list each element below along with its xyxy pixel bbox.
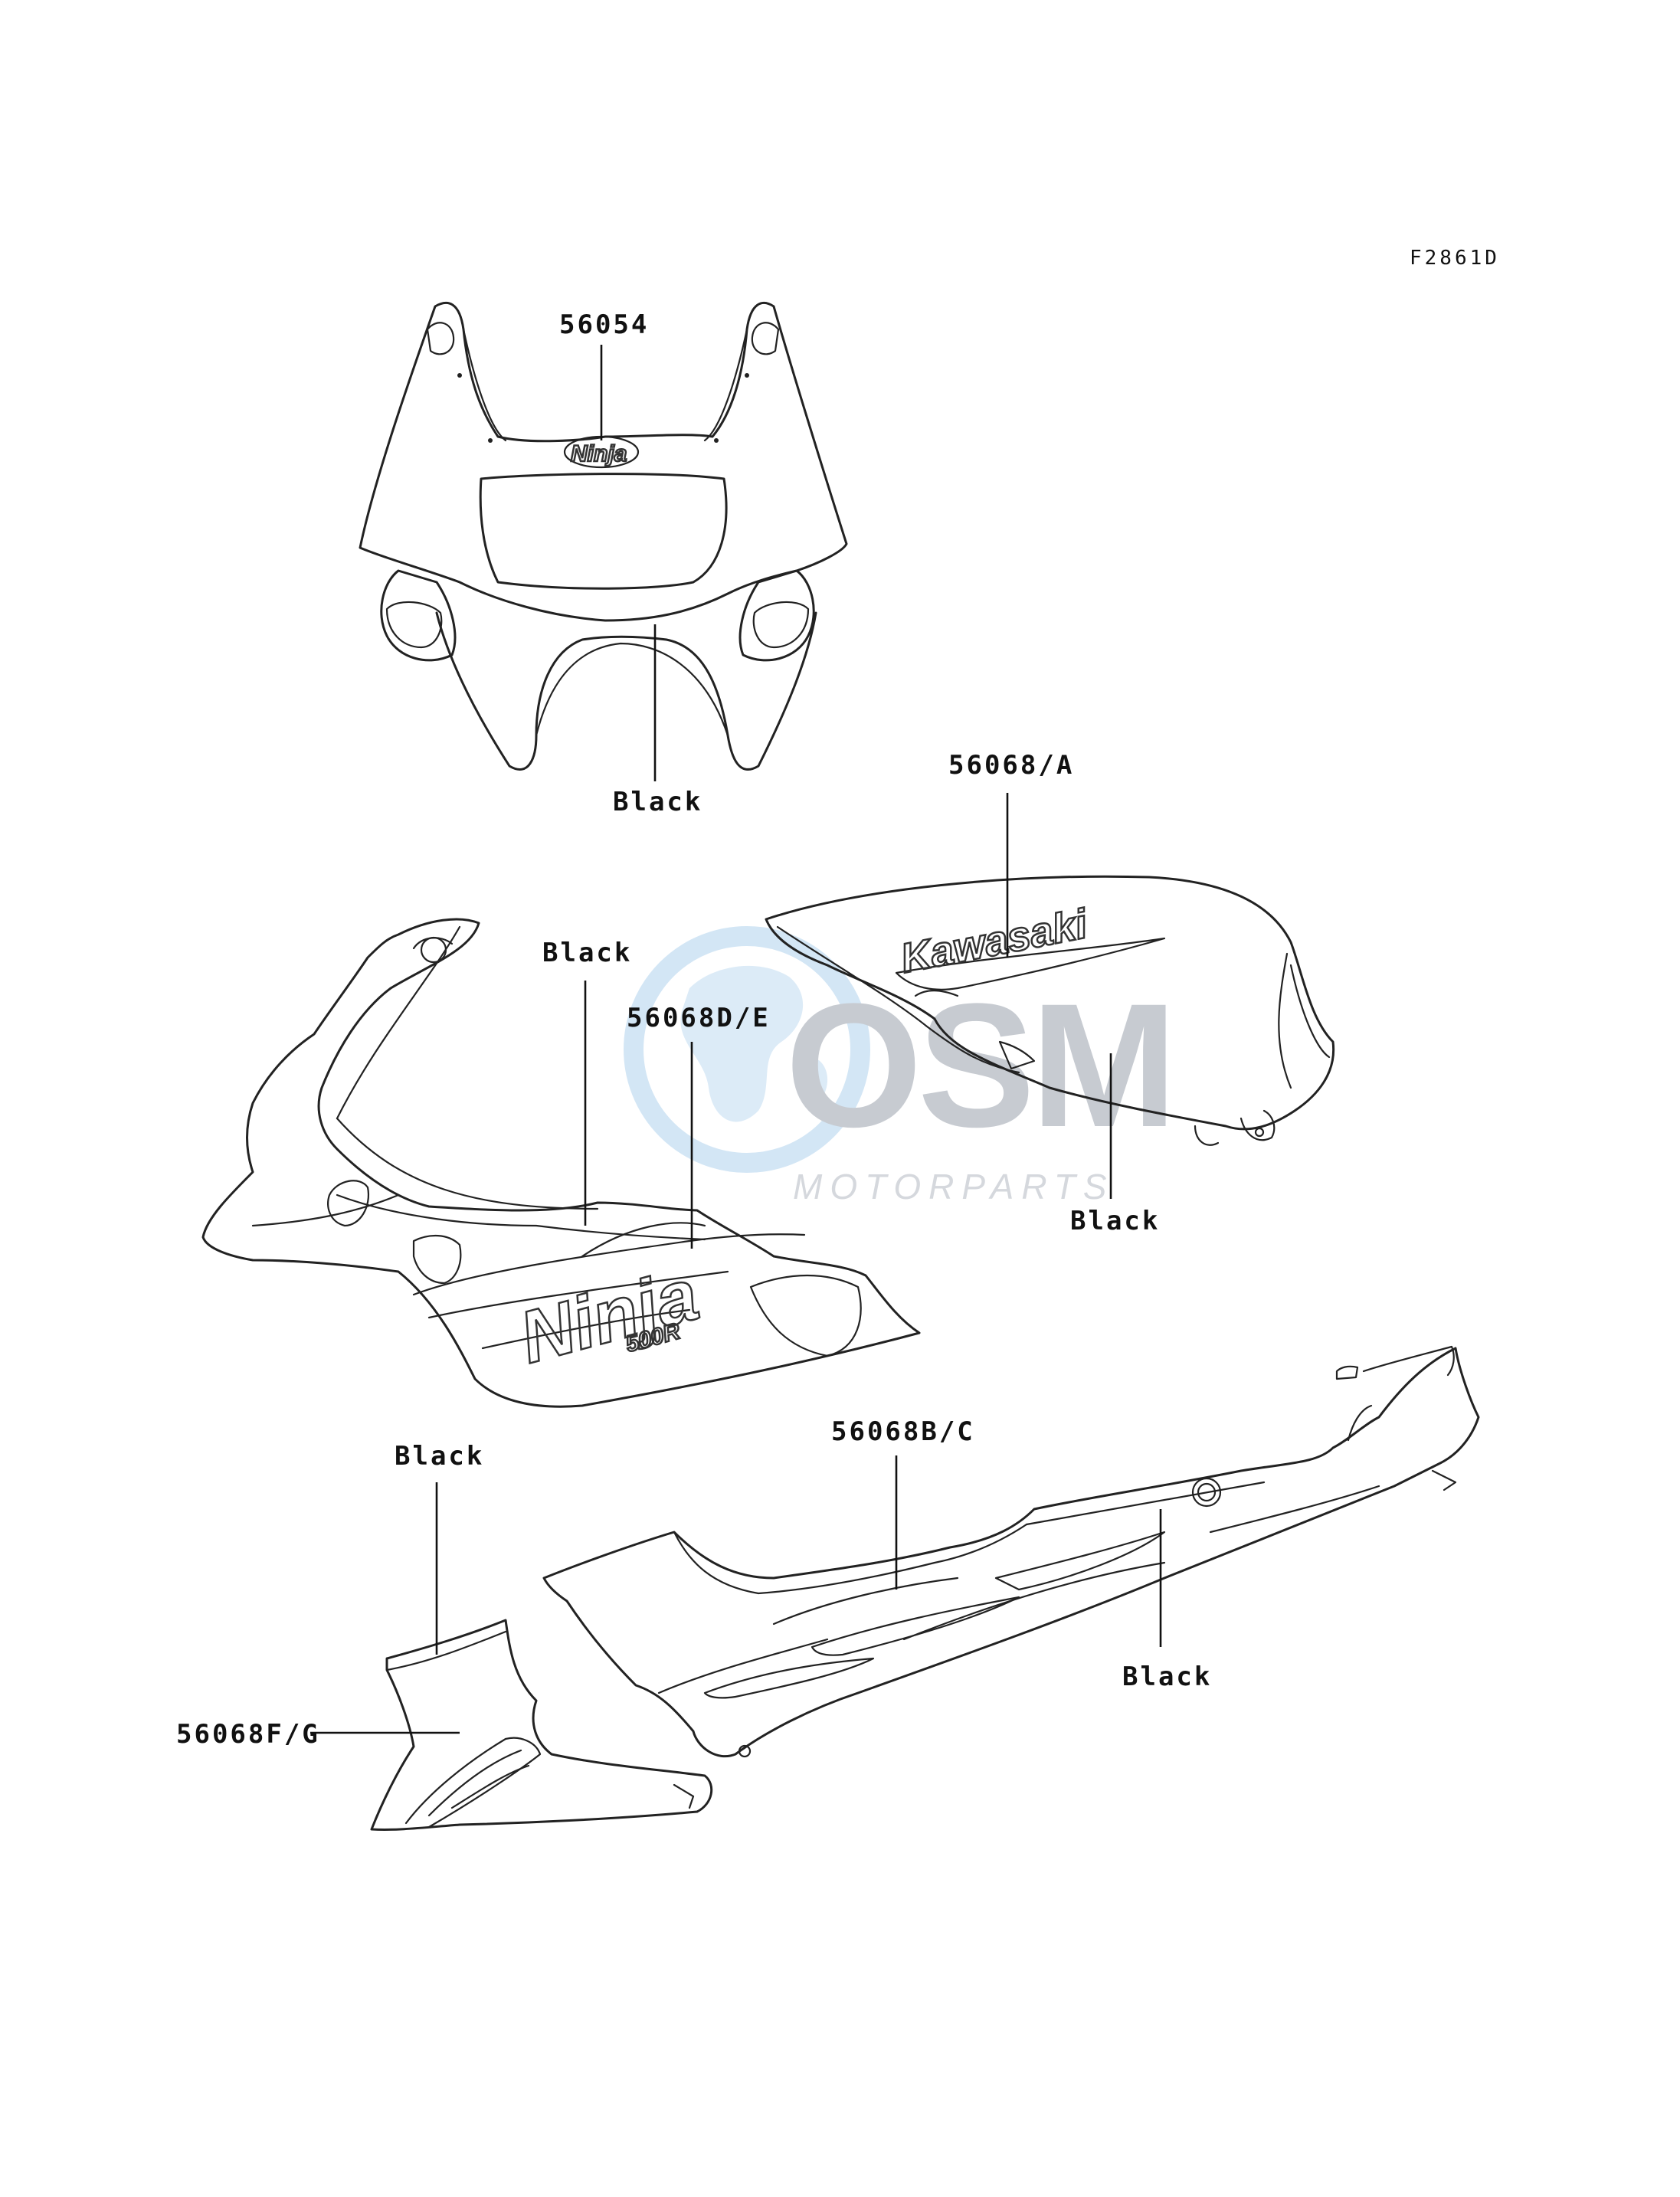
tail-cowl-drawing xyxy=(542,1345,1480,1758)
leader-lines xyxy=(310,345,1162,1734)
label-tail-part: 56068B/C xyxy=(831,1416,975,1447)
label-side-fairing-part: 56068D/E xyxy=(627,1003,771,1033)
label-tail-color: Black xyxy=(1122,1662,1212,1692)
fairing-logo-text: Ninja xyxy=(512,1253,706,1379)
watermark-subtitle: MOTORPARTS xyxy=(793,1167,1114,1207)
lower-fairing-drawing xyxy=(370,1619,713,1831)
label-tank-part: 56068/A xyxy=(948,750,1074,781)
upper-cowl-drawing: Ninja xyxy=(359,302,848,771)
label-lower-color: Black xyxy=(395,1441,484,1472)
label-upper-cowl-color: Black xyxy=(613,787,702,817)
label-lower-part: 56068F/G xyxy=(176,1719,320,1750)
watermark-globe-icon xyxy=(624,926,870,1173)
diagram-code: F2861D xyxy=(1410,247,1500,270)
watermark: OSM MOTORPARTS xyxy=(624,926,1177,1207)
label-tank-color: Black xyxy=(1070,1206,1160,1236)
label-upper-cowl-part: 56054 xyxy=(559,309,649,340)
label-side-fairing-color: Black xyxy=(542,938,632,968)
watermark-brand: OSM xyxy=(785,967,1173,1164)
cowl-emblem-text: Ninja xyxy=(571,441,627,467)
